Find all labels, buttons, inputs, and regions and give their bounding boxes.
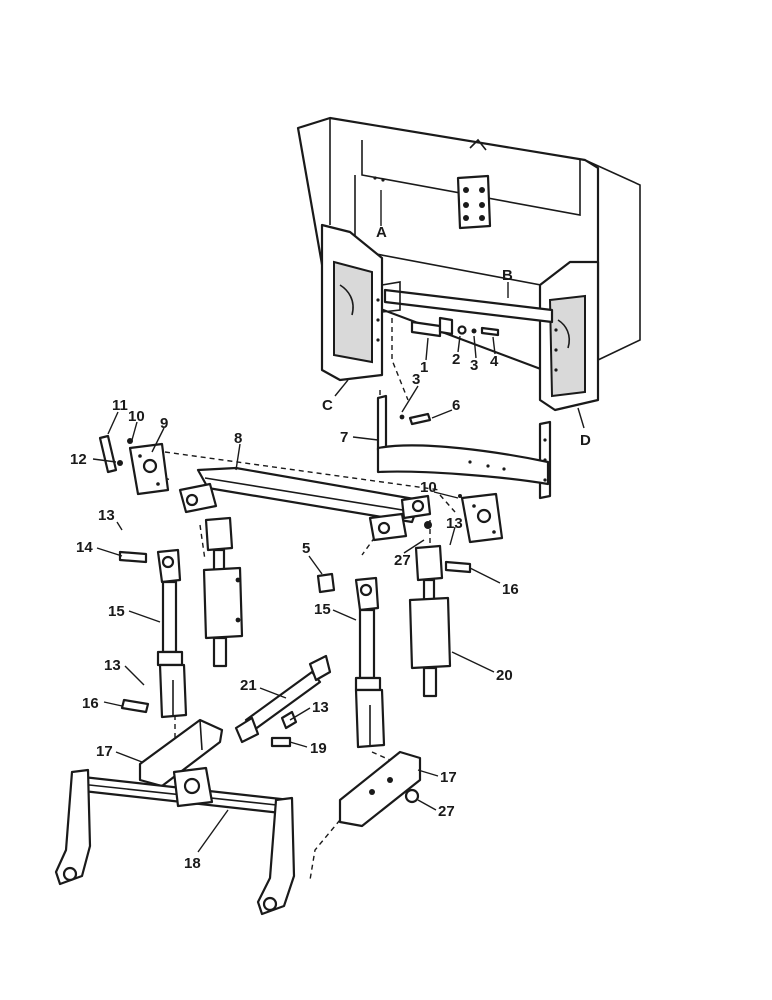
callout-B: B [502,267,513,284]
callout-12: 12 [70,451,87,468]
callout-5: 5 [302,540,310,557]
callout-6: 6 [452,397,460,414]
part-8-rockshaft [178,466,432,542]
callout-D: D [580,432,591,449]
part-7-cross-bracket [376,394,552,500]
part-10-mount-bracket-right [458,492,504,544]
callout-18: 18 [184,855,201,872]
callout-2: 2 [452,351,460,368]
callout-4: 4 [490,353,499,370]
callout-3a: 3 [470,357,478,374]
callout-21: 21 [240,677,257,694]
part-18-lift-frame [54,766,296,916]
callout-20: 20 [496,667,513,684]
callout-17a: 17 [96,743,113,760]
part-15-lift-link-right [316,572,386,749]
callout-16a: 16 [502,581,519,598]
callout-labels: A B C D 1 2 3 4 3 6 7 8 9 10 11 12 10 13… [70,224,591,872]
part-9-mount-bracket [98,434,170,496]
callout-9: 9 [160,415,168,432]
callout-1: 1 [420,359,428,376]
callout-13a: 13 [98,507,115,524]
callout-27b: 27 [438,803,455,820]
callout-13d: 13 [312,699,329,716]
lift-cylinder-left [202,516,244,668]
callout-15a: 15 [108,603,125,620]
callout-15b: 15 [314,601,331,618]
callout-A: A [376,224,387,241]
callout-3b: 3 [412,371,420,388]
callout-11: 11 [112,397,128,414]
part-20-lift-cylinder-right [408,521,472,698]
pin-hardware-group [410,316,500,338]
callout-17b: 17 [440,769,457,786]
callout-13b: 13 [446,515,463,532]
part-17-lower-link-right [338,750,422,828]
callout-8: 8 [234,430,242,447]
callout-10b: 10 [420,479,437,496]
callout-14: 14 [76,539,93,556]
part-17-lower-link-left [138,718,224,788]
part-21-adjuster-link [234,654,332,748]
part-15-lift-link-left [118,548,188,719]
tractor-frame [296,116,641,412]
callout-16b: 16 [82,695,99,712]
callout-10a: 10 [128,408,145,425]
leader-lines [92,190,585,853]
callout-27a: 27 [394,552,411,569]
callout-C: C [322,397,333,414]
callout-19: 19 [310,740,327,757]
callout-13c: 13 [104,657,121,674]
callout-7: 7 [340,429,348,446]
